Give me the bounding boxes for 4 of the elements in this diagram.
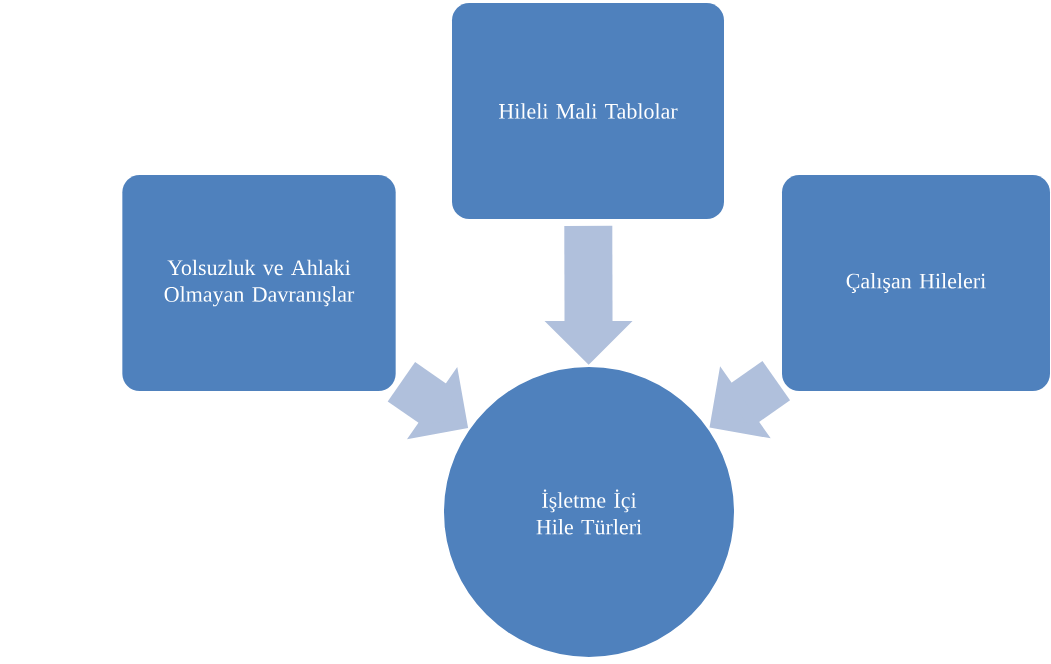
circle-node: İşletme İçi Hile Türleri (442, 365, 736, 659)
process-box: Yolsuzluk ve Ahlaki Olmayan Davranışlar (122, 175, 396, 391)
process-box: Çalışan Hileleri (782, 175, 1050, 391)
process-box: Hileli Mali Tablolar (452, 3, 724, 219)
